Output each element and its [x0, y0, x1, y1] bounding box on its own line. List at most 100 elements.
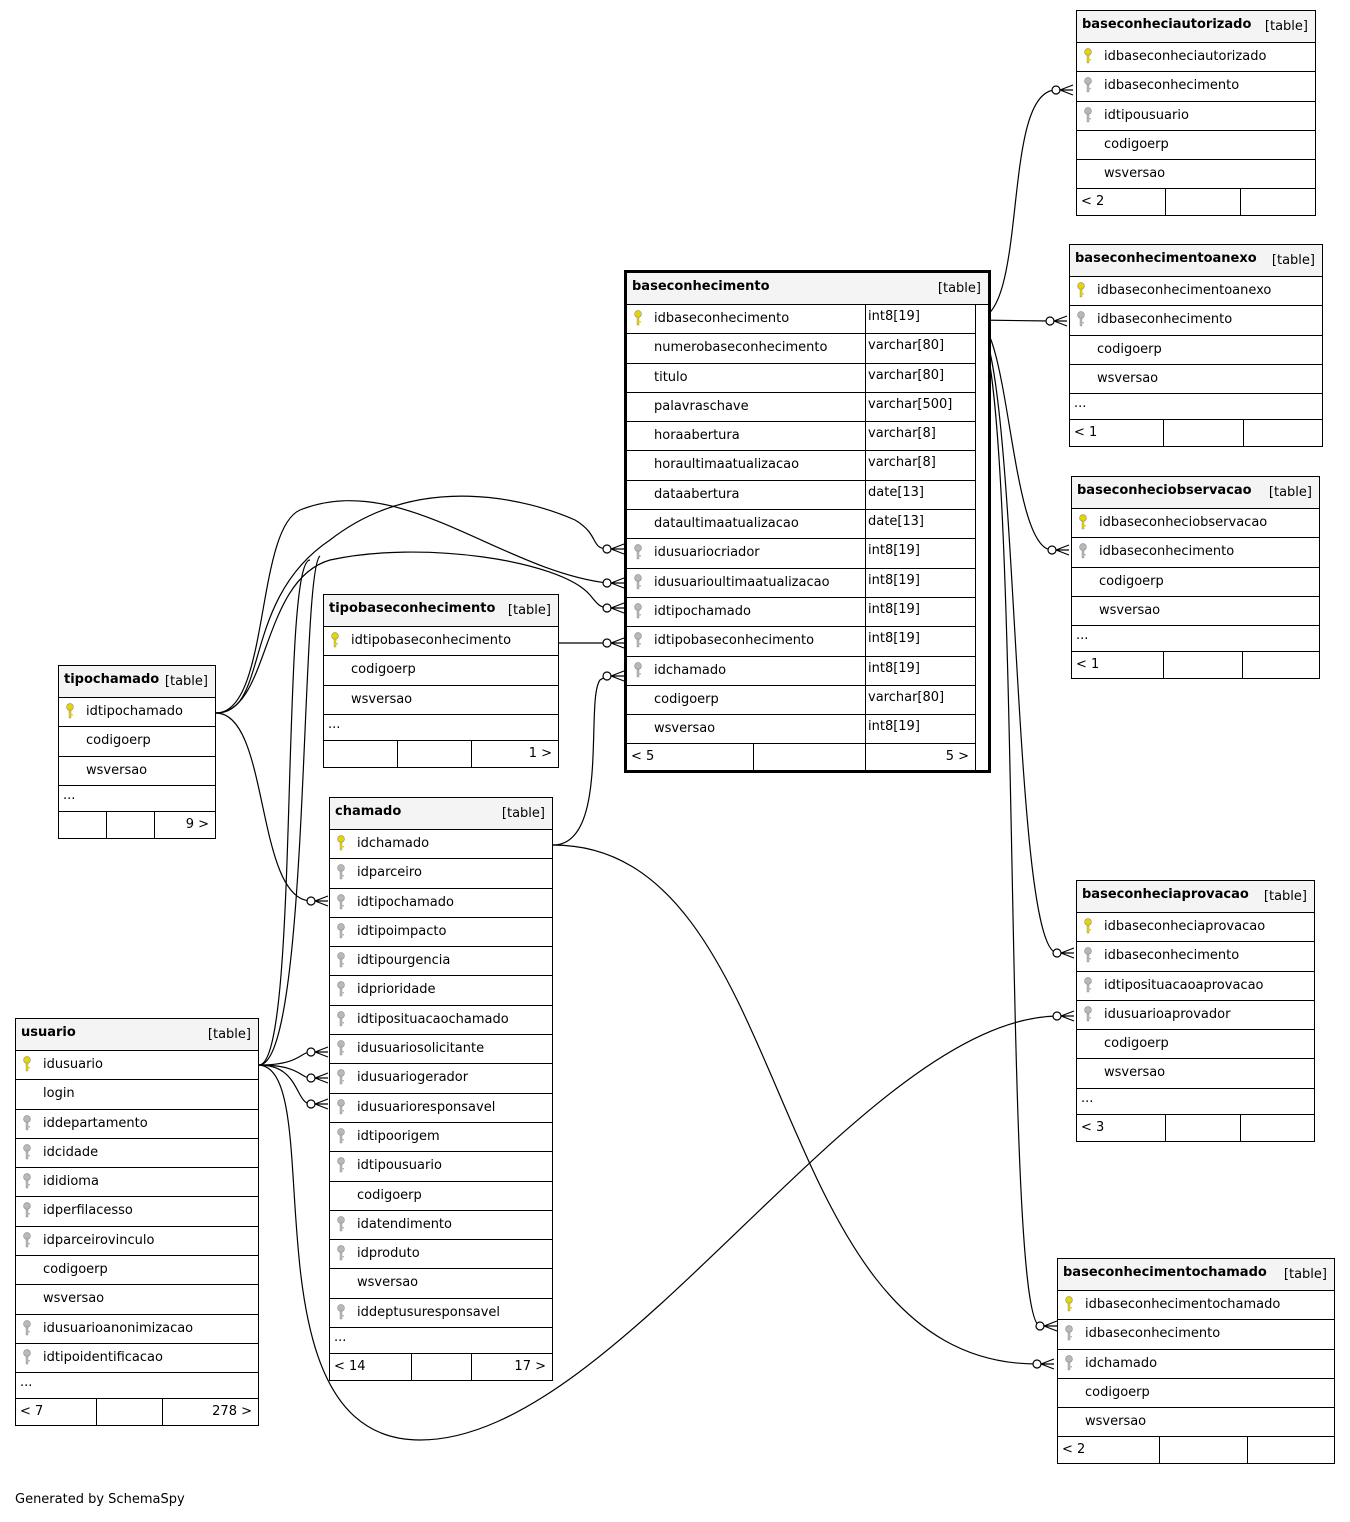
- column-name: idtiposituacaochamado: [357, 1011, 509, 1027]
- column-row[interactable]: login: [16, 1080, 258, 1110]
- column-row[interactable]: wsversao: [330, 1269, 552, 1299]
- column-row[interactable]: idcidade: [16, 1139, 258, 1169]
- foreign-key-icon: [633, 632, 643, 648]
- column-row[interactable]: idusuarioanonimizacao: [16, 1315, 258, 1344]
- column-row[interactable]: wsversao: [324, 686, 558, 715]
- column-row[interactable]: idbaseconheciobservacao: [1072, 509, 1319, 539]
- column-row[interactable]: idusuarioresponsavel: [330, 1094, 552, 1123]
- column-row[interactable]: idtiposituacaoaprovacao: [1077, 972, 1314, 1001]
- column-row[interactable]: idtipourgencia: [330, 947, 552, 977]
- column-row[interactable]: codigoerp: [324, 656, 558, 686]
- column-row[interactable]: idbaseconhecimentochamado: [1058, 1291, 1334, 1321]
- foreign-key-icon: [336, 952, 346, 968]
- column-row[interactable]: idusuario: [16, 1051, 258, 1081]
- footer-divider: [1165, 1114, 1166, 1141]
- table-baseconhecimento[interactable]: baseconhecimento[table]idbaseconheciment…: [624, 270, 991, 774]
- column-row[interactable]: codigoerp: [1077, 131, 1315, 161]
- table-baseconheciautorizado[interactable]: baseconheciautorizado[table]idbaseconhec…: [1076, 10, 1316, 217]
- column-row[interactable]: codigoerp: [1077, 1030, 1314, 1060]
- column-row[interactable]: codigoerp: [1058, 1379, 1334, 1409]
- table-footer: < 2: [1077, 189, 1315, 216]
- column-row[interactable]: wsversao: [59, 757, 215, 786]
- column-row[interactable]: idchamado: [330, 830, 552, 860]
- column-name: idtipochamado: [654, 603, 751, 619]
- column-row[interactable]: idbaseconheciaprovacao: [1077, 913, 1314, 943]
- column-row[interactable]: idusuarioaprovador: [1077, 1001, 1314, 1031]
- table-baseconheciaprovacao[interactable]: baseconheciaprovacao[table]idbaseconheci…: [1076, 880, 1315, 1142]
- column-row[interactable]: idtipoorigem: [330, 1123, 552, 1153]
- column-row[interactable]: idparceiro: [330, 859, 552, 889]
- column-row[interactable]: codigoerp: [16, 1256, 258, 1286]
- column-row[interactable]: idbaseconhecimento: [1077, 72, 1315, 102]
- column-row[interactable]: iddepartamento: [16, 1110, 258, 1139]
- column-name: codigoerp: [1085, 1384, 1150, 1400]
- column-row[interactable]: idbaseconhecimento: [1072, 538, 1319, 568]
- column-row[interactable]: idtiposituacaochamado: [330, 1006, 552, 1036]
- column-row[interactable]: idbaseconhecimento: [1070, 306, 1322, 336]
- column-row[interactable]: idatendimento: [330, 1211, 552, 1241]
- column-row[interactable]: codigoerp: [59, 727, 215, 757]
- column-row[interactable]: idparceirovinculo: [16, 1227, 258, 1257]
- column-row[interactable]: idproduto: [330, 1240, 552, 1270]
- column-row[interactable]: idprioridade: [330, 976, 552, 1006]
- column-row[interactable]: wsversao: [1077, 160, 1315, 190]
- column-row[interactable]: idtipousuario: [1077, 102, 1315, 131]
- table-baseconhecimentochamado[interactable]: baseconhecimentochamado[table]idbaseconh…: [1057, 1258, 1335, 1465]
- column-row[interactable]: idusuariosolicitante: [330, 1035, 552, 1065]
- foreign-key-icon: [22, 1349, 32, 1365]
- column-name: codigoerp: [86, 733, 151, 749]
- column-row[interactable]: codigoerp: [1072, 568, 1319, 597]
- column-row[interactable]: iddeptusuresponsavel: [330, 1299, 552, 1329]
- column-row[interactable]: idtipochamado: [59, 698, 215, 728]
- column-row[interactable]: idusuariogerador: [330, 1064, 552, 1094]
- column-name: wsversao: [351, 691, 413, 707]
- table-baseconhecimentoanexo[interactable]: baseconhecimentoanexo[table]idbaseconhec…: [1069, 244, 1323, 448]
- column-row[interactable]: idtipousuario: [330, 1152, 552, 1182]
- table-tipobaseconhecimento[interactable]: tipobaseconhecimento[table]idtipobasecon…: [323, 594, 559, 768]
- column-row[interactable]: wsversao: [1077, 1059, 1314, 1089]
- column-row[interactable]: wsversao: [1070, 365, 1322, 395]
- column-row[interactable]: idchamado: [1058, 1350, 1334, 1379]
- column-row[interactable]: idtipobaseconhecimento: [324, 627, 558, 657]
- column-row[interactable]: idbaseconhecimento: [1058, 1320, 1334, 1350]
- column-row[interactable]: idtipoidentificacao: [16, 1344, 258, 1374]
- footer-divider: [753, 744, 754, 771]
- column-row[interactable]: codigoerp: [330, 1182, 552, 1211]
- column-row[interactable]: idbaseconhecimento: [1077, 942, 1314, 972]
- column-row[interactable]: idbaseconhecimentoanexo: [1070, 277, 1322, 307]
- column-row[interactable]: wsversao: [1058, 1408, 1334, 1438]
- table-header: usuario[table]: [16, 1019, 258, 1051]
- column-divider: [865, 392, 866, 422]
- table-header: chamado[table]: [330, 798, 552, 830]
- foreign-key-icon: [1076, 311, 1086, 327]
- column-row[interactable]: idtipochamado: [330, 889, 552, 918]
- column-row[interactable]: codigoerp: [1070, 336, 1322, 365]
- column-row[interactable]: wsversao: [16, 1285, 258, 1315]
- column-name: wsversao: [86, 762, 148, 778]
- footer-divider: [1242, 652, 1243, 679]
- column-row[interactable]: wsversao: [1072, 597, 1319, 627]
- column-row[interactable]: idperfilacesso: [16, 1197, 258, 1227]
- table-baseconheciobservacao[interactable]: baseconheciobservacao[table]idbaseconhec…: [1071, 476, 1320, 680]
- column-row[interactable]: idbaseconheciautorizado: [1077, 43, 1315, 73]
- column-row[interactable]: idtipoimpacto: [330, 918, 552, 948]
- column-row[interactable]: ididioma: [16, 1168, 258, 1198]
